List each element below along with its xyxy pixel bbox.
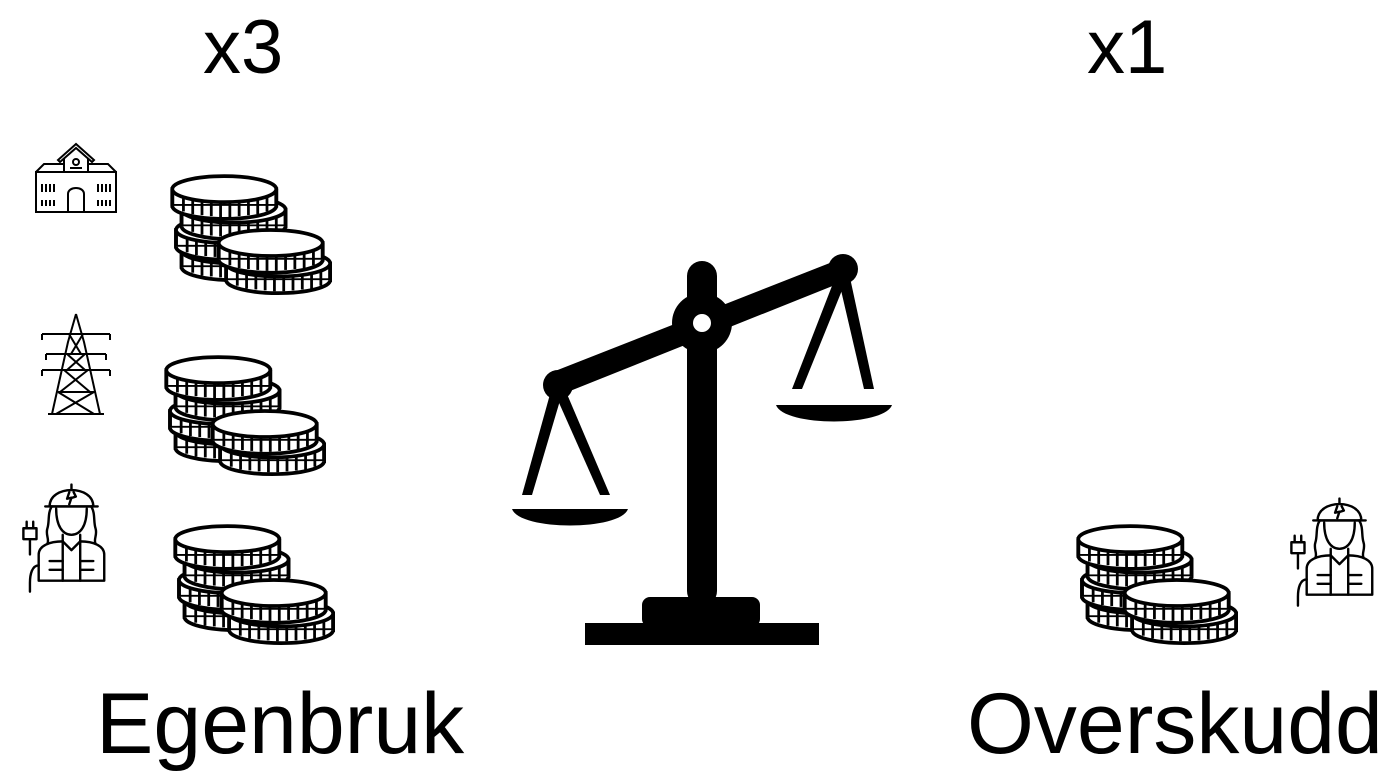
- power-pylon-icon: [38, 312, 114, 416]
- left-multiplier: x3: [203, 10, 283, 86]
- left-label: Egenbruk: [96, 681, 464, 767]
- coin-stacks-icon: [1070, 502, 1250, 632]
- balance-scale-icon: [510, 255, 895, 647]
- electrician-worker-icon: [1280, 492, 1388, 610]
- coin-stacks-icon: [164, 152, 344, 282]
- right-label: Overskudd: [967, 681, 1383, 767]
- right-multiplier: x1: [1087, 10, 1167, 86]
- coin-stacks-icon: [158, 333, 338, 463]
- coin-stacks-icon: [167, 502, 347, 632]
- electrician-worker-icon: [12, 478, 120, 596]
- school-building-icon: [34, 142, 118, 214]
